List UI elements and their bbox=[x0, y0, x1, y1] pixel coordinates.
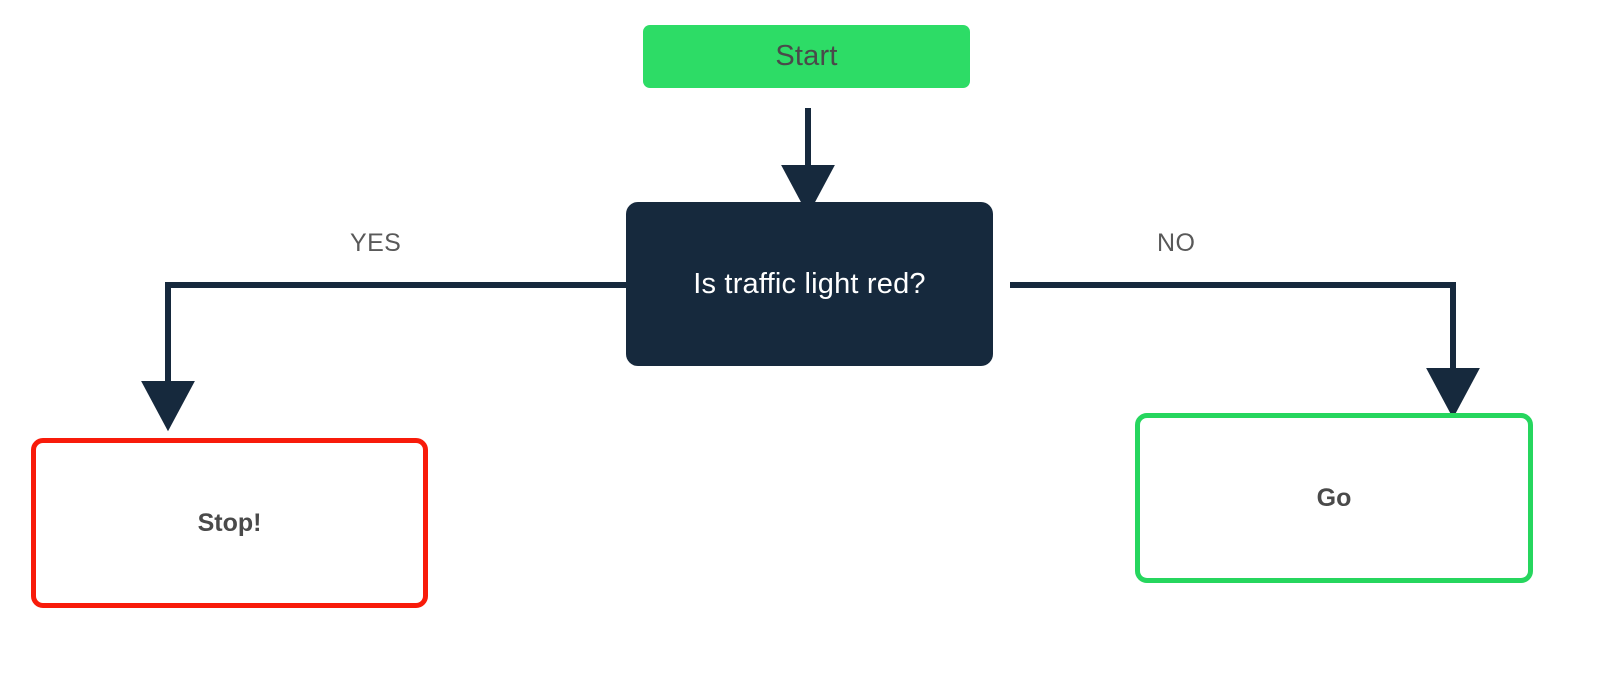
node-go[interactable]: Go bbox=[1135, 413, 1533, 583]
node-start-label: Start bbox=[775, 40, 838, 72]
edge-decision-to-stop bbox=[141, 282, 626, 432]
edge-label-yes: YES bbox=[350, 229, 402, 257]
node-stop-label: Stop! bbox=[197, 508, 262, 537]
node-stop[interactable]: Stop! bbox=[31, 438, 428, 608]
edge-decision-to-go bbox=[1010, 282, 1480, 419]
node-decision-label: Is traffic light red? bbox=[693, 267, 926, 300]
node-decision[interactable]: Is traffic light red? bbox=[626, 202, 993, 366]
edge-label-no: NO bbox=[1157, 229, 1196, 257]
node-start[interactable]: Start bbox=[643, 25, 970, 88]
node-go-label: Go bbox=[1316, 483, 1352, 512]
